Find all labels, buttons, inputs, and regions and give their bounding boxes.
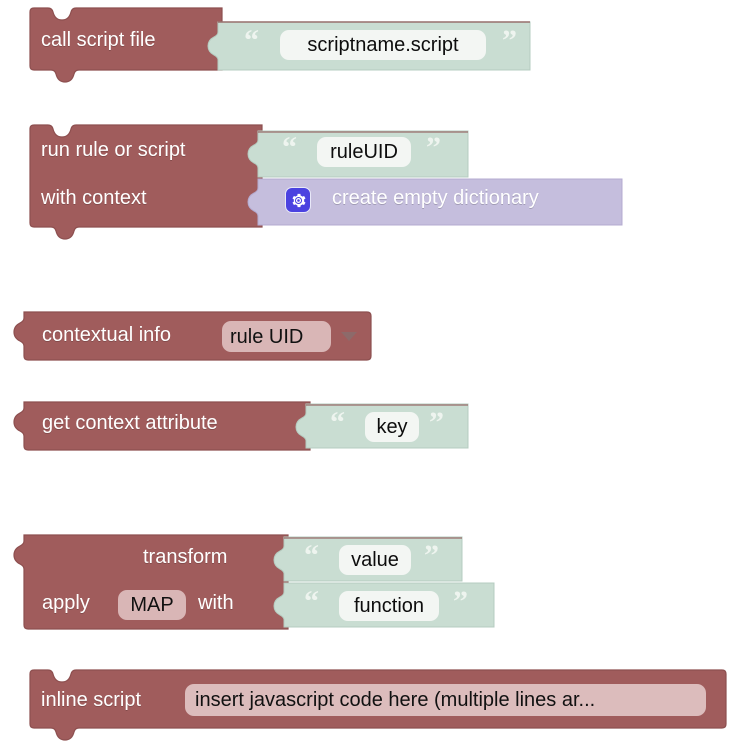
string-field-value[interactable]: value: [339, 545, 411, 575]
open-quote-glyph: “: [304, 539, 319, 572]
block-top-edge: [306, 404, 468, 406]
label-call-script-file: call script file: [41, 29, 156, 51]
open-quote-glyph: “: [330, 406, 345, 439]
value-block-body[interactable]: [13, 401, 311, 451]
chevron-down-icon[interactable]: [341, 332, 357, 341]
open-quote-glyph: “: [304, 585, 319, 618]
statement-block-body[interactable]: [29, 124, 263, 240]
label-create-empty-dictionary: create empty dictionary: [332, 187, 539, 209]
close-quote-glyph: ”: [453, 585, 468, 618]
label-run-rule-or-script: run rule or script: [41, 139, 186, 161]
string-field-ruleuid[interactable]: ruleUID: [317, 137, 411, 167]
string-field-function[interactable]: function: [339, 591, 439, 621]
label-inline-script: inline script: [41, 689, 142, 711]
label-transform: transform: [143, 546, 228, 568]
label-contextual-info: contextual info: [42, 324, 171, 346]
dropdown-field-rule-uid[interactable]: rule UID: [222, 321, 332, 352]
string-field-scriptname[interactable]: scriptname.script: [280, 30, 486, 60]
close-quote-glyph: ”: [429, 406, 444, 439]
gear-icon[interactable]: [285, 187, 311, 213]
close-quote-glyph: ”: [426, 131, 441, 164]
dropdown-field-map[interactable]: MAP: [118, 590, 186, 620]
close-quote-glyph: ”: [424, 539, 439, 572]
close-quote-glyph: ”: [502, 24, 517, 57]
string-field-key[interactable]: key: [365, 412, 419, 442]
block-top-edge: [284, 537, 462, 539]
open-quote-glyph: “: [282, 131, 297, 164]
dictionary-block-body[interactable]: [247, 178, 623, 226]
block-top-edge: [218, 21, 530, 23]
gear-icon-glyph: [291, 193, 305, 207]
value-block-body[interactable]: [13, 534, 289, 630]
open-quote-glyph: “: [244, 24, 259, 57]
label-apply: apply: [42, 592, 90, 614]
get-context-attribute-shape[interactable]: [10, 400, 480, 456]
label-with-context: with context: [41, 187, 147, 209]
label-get-context-attribute: get context attribute: [42, 412, 218, 434]
code-text-field[interactable]: insert javascript code here (multiple li…: [185, 684, 706, 716]
label-with: with: [198, 592, 234, 614]
block-top-edge: [258, 131, 468, 133]
